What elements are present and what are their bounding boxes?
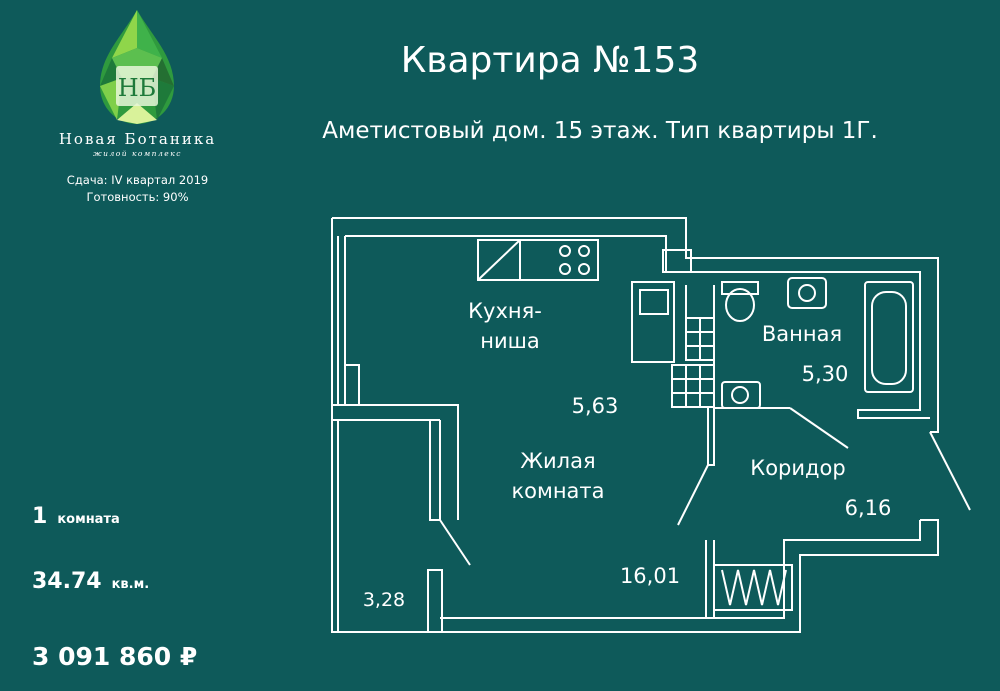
loggia-area: 3,28 — [363, 589, 405, 611]
brand-name: Новая Ботаника — [58, 130, 217, 148]
rooms-stat: 1 комната — [32, 504, 120, 529]
vent-block — [671, 285, 715, 408]
rooms-unit: комната — [57, 512, 120, 527]
living-area: 16,01 — [620, 564, 680, 588]
rooms-value: 1 — [32, 504, 48, 529]
delivery-date: Сдача: IV квартал 2019 — [66, 173, 209, 187]
corridor-walls — [677, 407, 971, 619]
project-info: Сдача: IV квартал 2019 Готовность: 90% — [40, 172, 235, 206]
readiness: Готовность: 90% — [86, 190, 189, 204]
brand-subtitle: жилой комплекс — [93, 149, 182, 158]
area-stat: 34.74 кв.м. — [32, 569, 149, 594]
corridor-label: Коридор — [750, 456, 845, 480]
living-label-line1: Жилая — [520, 449, 595, 473]
page-title: Квартира №153 — [400, 40, 700, 81]
outer-walls — [331, 217, 939, 633]
bathroom-fixtures — [713, 277, 914, 409]
area-unit: кв.м. — [111, 577, 150, 592]
bath-area: 5,30 — [802, 362, 849, 386]
brand-block: Новая Ботаника жилой комплекс — [40, 130, 235, 158]
area-value: 34.74 — [32, 569, 102, 594]
living-label-line2: комната — [511, 479, 604, 503]
gem-logo-icon: НБ — [100, 10, 174, 124]
kitchen-area: 5,63 — [572, 394, 619, 418]
page-subtitle: Аметистовый дом. 15 этаж. Тип квартиры 1… — [322, 118, 878, 144]
kitchen-label-line2: ниша — [480, 329, 539, 353]
floor-plan: Кухня- ниша 5,63 Жилая комната 16,01 Ван… — [331, 217, 971, 633]
price: 3 091 860 ₽ — [32, 642, 198, 671]
logo-monogram: НБ — [118, 74, 157, 102]
corridor-area: 6,16 — [845, 496, 892, 520]
kitchen-counter — [477, 239, 675, 363]
bath-label: Ванная — [762, 322, 842, 346]
kitchen-label-line1: Кухня- — [468, 299, 542, 323]
